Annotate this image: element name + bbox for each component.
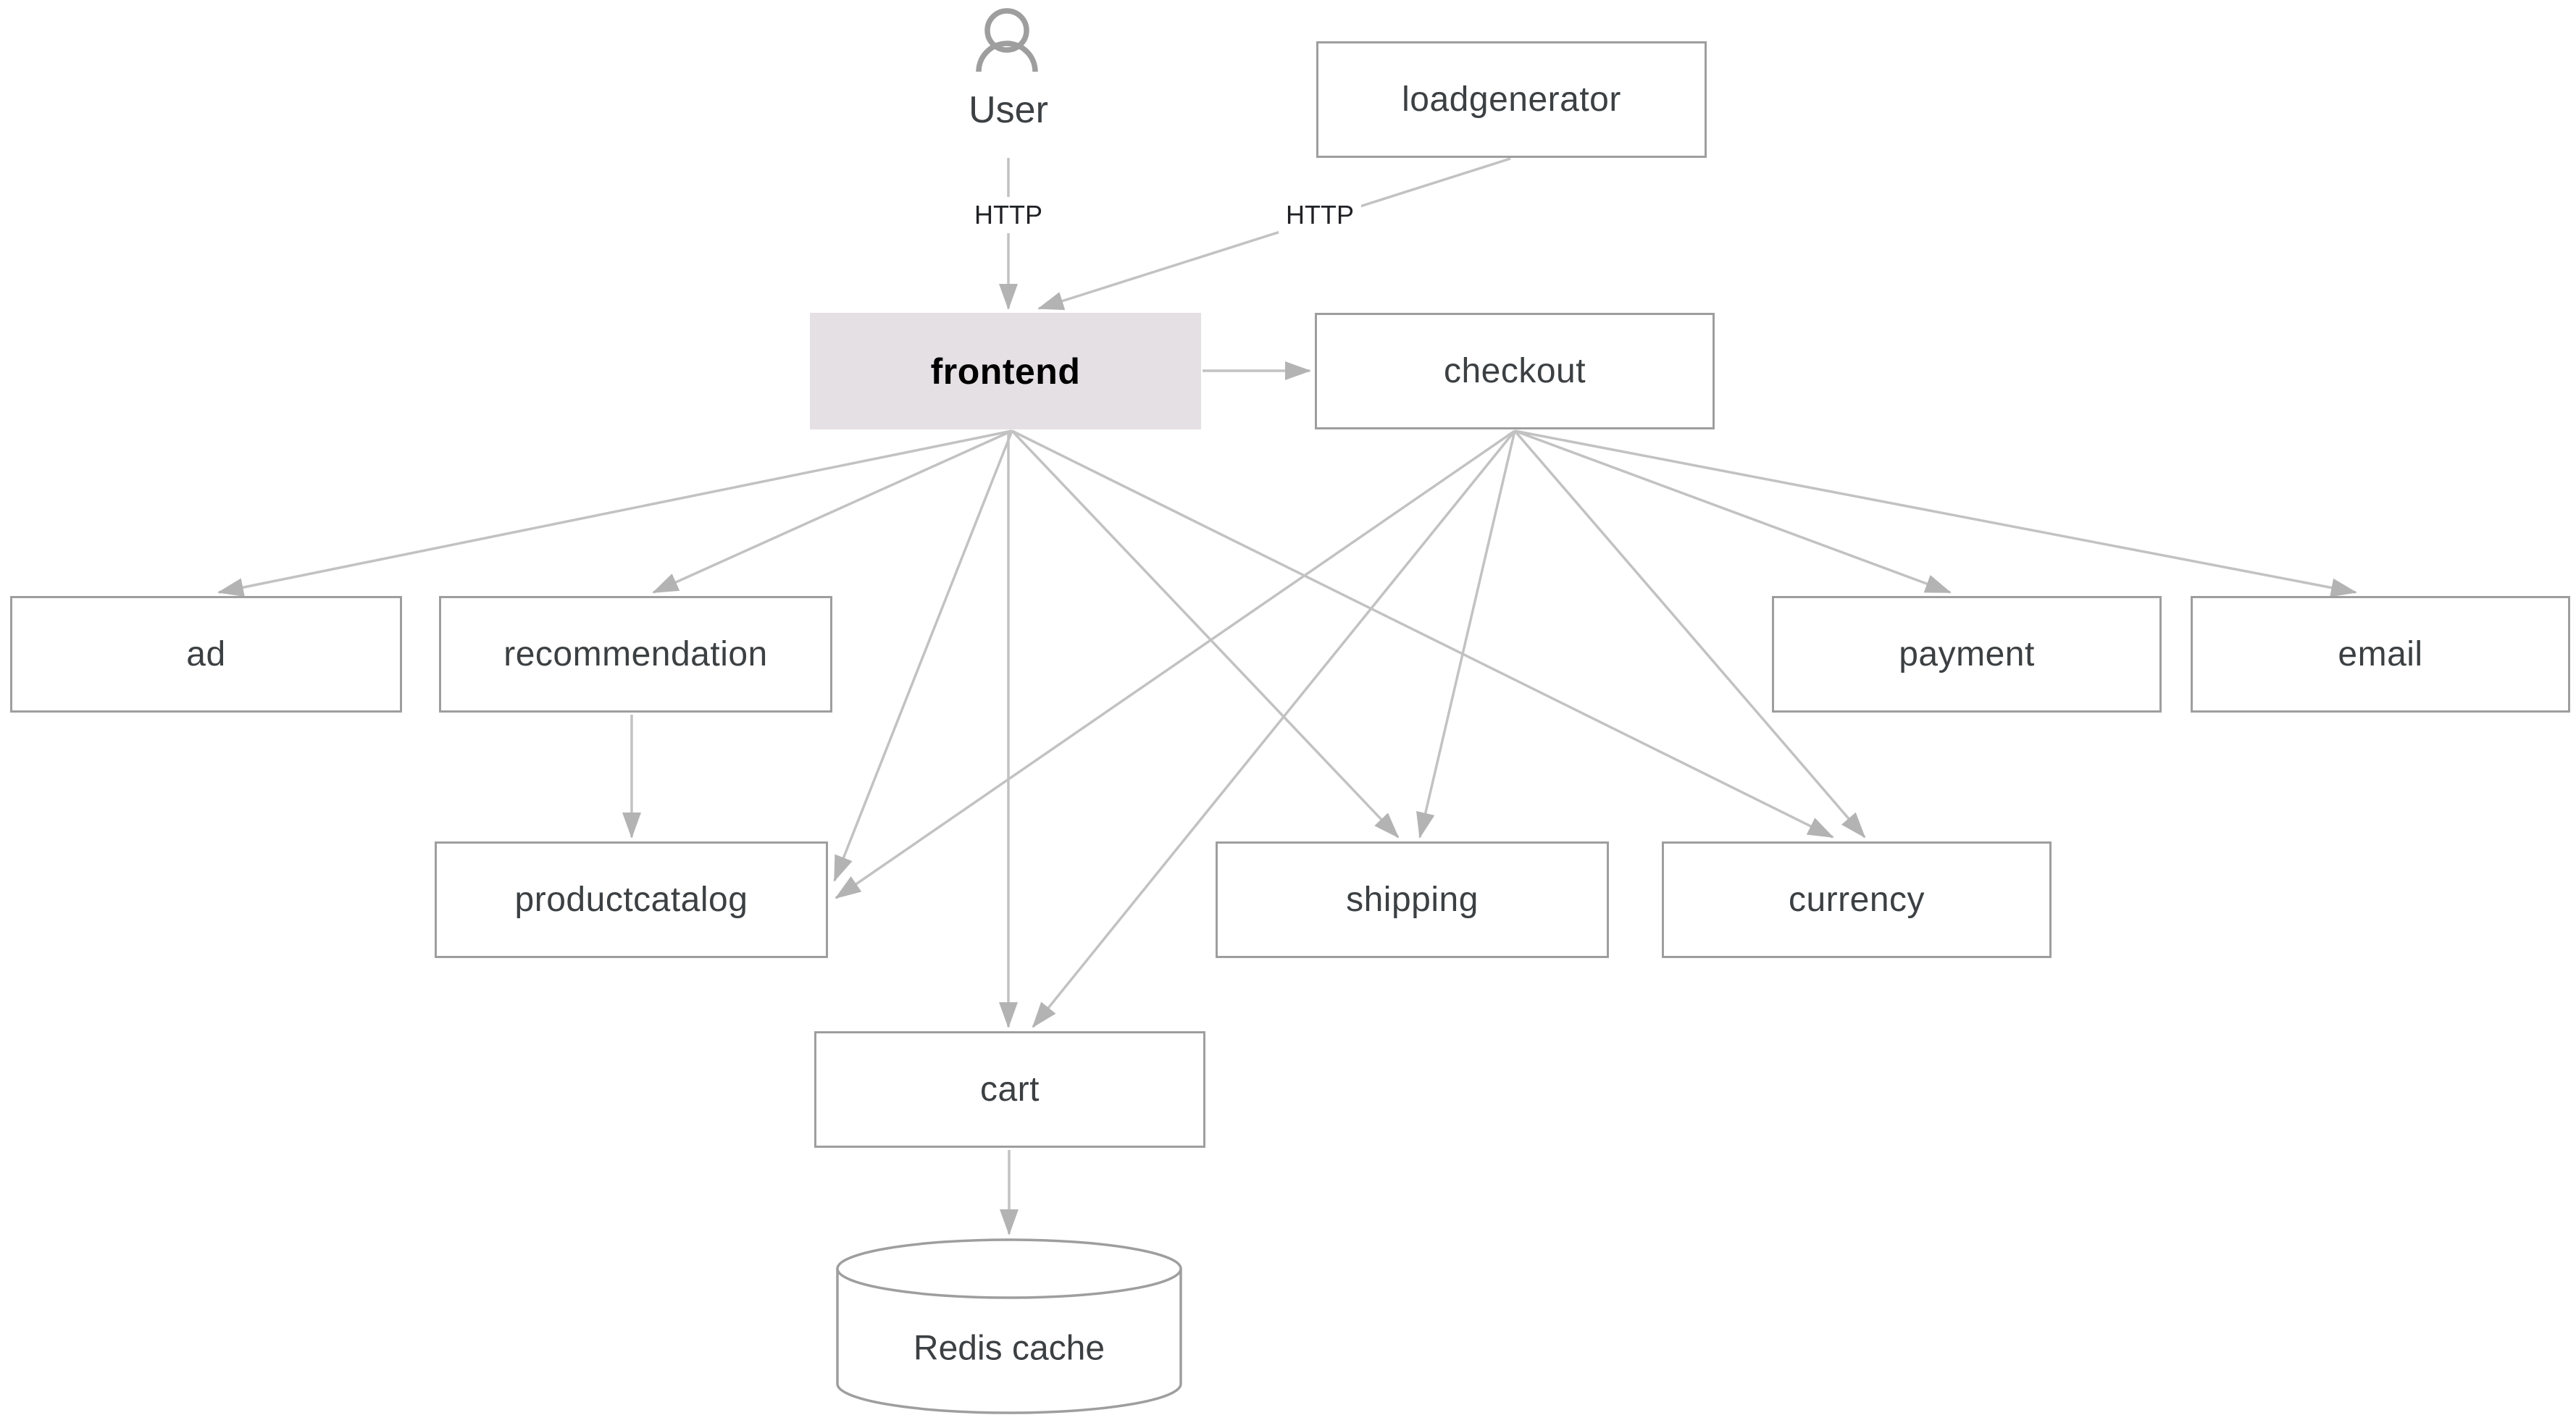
edge-checkout-productcatalog	[835, 429, 1515, 899]
user-icon	[976, 8, 1038, 72]
edge-frontend-ad	[217, 429, 1013, 597]
user-icon-shoulders	[976, 41, 1038, 72]
edge-frontend-currency	[1011, 429, 1834, 839]
node-shipping: shipping	[1216, 841, 1609, 958]
edge-checkout-shipping	[1416, 430, 1516, 839]
edge-frontend-productcatalog	[833, 430, 1013, 882]
node-checkout: checkout	[1315, 313, 1715, 429]
node-recommendation: recommendation	[439, 596, 832, 713]
node-loadgenerator: loadgenerator	[1316, 41, 1707, 158]
redis-cylinder	[836, 1238, 1182, 1414]
http-label-loadgenerator: HTTP	[1279, 197, 1361, 233]
node-payment: payment	[1772, 596, 2162, 713]
node-productcatalog: productcatalog	[435, 841, 828, 958]
edge-frontend-shipping	[1011, 429, 1400, 839]
http-label-user: HTTP	[967, 197, 1050, 233]
edge-checkout-cart	[1032, 429, 1516, 1028]
edge-checkout-payment	[1514, 429, 1952, 594]
edge-checkout-currency	[1513, 429, 1866, 839]
edge-frontend-recommendation	[652, 429, 1013, 594]
node-frontend: frontend	[810, 313, 1201, 429]
edge-loadgenerator-frontend	[1037, 157, 1511, 311]
redis-cylinder-top	[836, 1238, 1182, 1299]
node-cart: cart	[814, 1031, 1205, 1148]
redis-label: Redis cache	[913, 1329, 1105, 1368]
edge-checkout-email	[1514, 429, 2357, 597]
user-icon-head	[984, 8, 1029, 53]
node-email: email	[2191, 596, 2570, 713]
node-currency: currency	[1662, 841, 2052, 958]
node-ad: ad	[10, 596, 402, 713]
redis-cylinder-body	[836, 1269, 1182, 1414]
user-label: User	[969, 89, 1048, 131]
